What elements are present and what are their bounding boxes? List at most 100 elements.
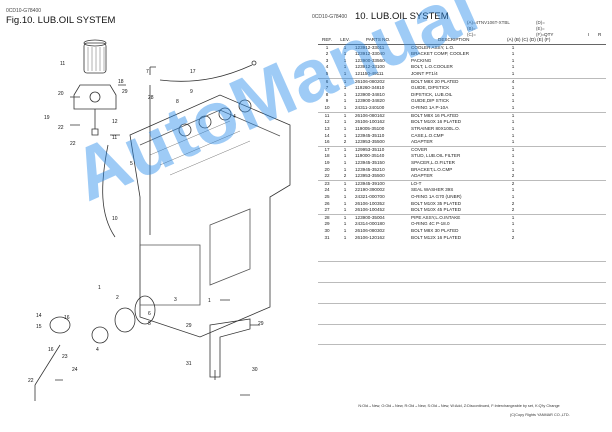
description-cell: STUD, LUB.OIL FILTER (411, 153, 461, 159)
ref-cell: 1 (325, 44, 329, 50)
lev-cell: 1 (343, 71, 347, 77)
ref-cell: 29 (324, 221, 330, 227)
lev-cell: 1 (343, 112, 347, 118)
callout-14: 14 (36, 313, 42, 319)
qty-a-cell: 1 (511, 228, 515, 234)
lev-cell: 1 (343, 166, 347, 172)
callout-1-1: 1 (208, 298, 211, 304)
ref-cell: 24 (324, 187, 330, 193)
callout-24: 23 (62, 354, 68, 360)
qty-a-cell: 1 (511, 57, 515, 63)
parts-no-cell: 26106-080302 (355, 228, 385, 234)
header-lev: LEV. (340, 37, 350, 42)
qty-a-cell: 1 (511, 85, 515, 91)
callout-1: 1 (98, 285, 101, 291)
parts-no-cell: 123945-39100 (355, 180, 385, 186)
parts-no-cell: 123900-34820 (355, 98, 385, 104)
lev-cell: 1 (343, 85, 347, 91)
qty-a-cell: 2 (511, 180, 515, 186)
blank-row (318, 304, 606, 311)
blank-row (318, 248, 606, 255)
callout-20: 19 (44, 115, 50, 121)
callout-6: 6 (148, 311, 151, 317)
parts-no-cell: 123912-33011 (355, 44, 385, 50)
ref-cell: 11 (324, 112, 330, 118)
description-cell: PIPE ASSY,L.O.INTAKE (411, 214, 461, 220)
lev-cell: 1 (343, 64, 347, 70)
description-cell: BOLT M12X 16 PLATED (411, 234, 462, 240)
description-cell: SEAL WASHER 39S (411, 187, 454, 193)
qty-a-cell: 1 (511, 221, 515, 227)
lev-cell: 1 (343, 105, 347, 111)
qty-a-cell: 2 (511, 234, 515, 240)
ref-cell: 9 (325, 98, 329, 104)
parts-no-cell: 26106-080202 (355, 78, 385, 84)
qty-a-cell: 1 (511, 51, 515, 57)
qty-a-cell: 1 (511, 105, 515, 111)
parts-no-cell: 123945-35110 (355, 132, 385, 138)
ref-cell: 2 (325, 51, 329, 57)
description-cell: COVER (411, 146, 428, 152)
qty-a-cell: 1 (511, 139, 515, 145)
parts-no-cell: 123900-33560 (355, 57, 385, 63)
callout-31: 31 (186, 361, 192, 367)
blank-row (318, 283, 606, 290)
ref-cell: 4 (325, 64, 329, 70)
callout-29: 29 (258, 321, 264, 327)
ref-cell: 18 (324, 153, 330, 159)
right-page-code: 0CD10-G78400 (312, 14, 348, 20)
ref-cell: 30 (324, 228, 330, 234)
parts-no-cell: 119260-34810 (355, 85, 385, 91)
callout-17: 16 (48, 347, 54, 353)
qty-a-cell: 2 (511, 207, 515, 213)
parts-no-cell: 119005-35100 (355, 125, 385, 131)
ref-cell: 27 (324, 207, 330, 213)
lev-cell: 1 (343, 57, 347, 63)
blank-row (318, 331, 606, 338)
header-parts-no: PARTS NO. (366, 37, 391, 42)
lev-cell: 1 (343, 180, 347, 186)
right-page-title: 10. LUB.OIL SYSTEM (355, 11, 449, 22)
description-cell: LO-T (411, 180, 422, 186)
callout-22b: 22 (58, 125, 64, 131)
callout-19: 17 (190, 69, 196, 75)
change-legend-footer: N:Old→New, O:Old→New, R:Old→New, S:Old→N… (358, 404, 560, 408)
qty-a-cell: 1 (511, 44, 515, 50)
qty-a-cell: 1 (511, 146, 515, 152)
qty-a-cell: 1 (511, 98, 515, 104)
callout-11: 11 (112, 135, 117, 141)
oil-cooler-shape (134, 295, 156, 325)
parts-no-cell: 24321-000700 (355, 194, 385, 200)
ref-cell: 8 (325, 91, 329, 97)
callout-18: 18 (118, 79, 124, 85)
description-cell: O-RING 4C P-18.0 (411, 221, 450, 227)
description-cell: STRAINER 80X100L.O. (411, 125, 461, 131)
lev-cell: 1 (343, 228, 347, 234)
lev-cell: 1 (343, 132, 347, 138)
description-cell: BOLT M10X 16 PLATED (411, 119, 462, 125)
ref-cell: 23 (324, 180, 330, 186)
ref-cell: 5 (325, 71, 329, 77)
left-page-code: 0CD10-G78400 (6, 8, 42, 14)
parts-no-cell: 26106-080162 (355, 112, 385, 118)
qty-a-cell: 1 (511, 159, 515, 165)
lev-cell: 2 (343, 139, 347, 145)
header-qty: QTY (544, 32, 554, 37)
ref-cell: 28 (324, 214, 330, 220)
ref-cell: 14 (324, 132, 330, 138)
ref-cell: 7 (325, 85, 329, 91)
blank-row (318, 296, 606, 304)
ref-cell: 19 (324, 159, 330, 165)
lev-cell: 1 (343, 51, 347, 57)
qty-a-cell: 4 (511, 78, 515, 84)
